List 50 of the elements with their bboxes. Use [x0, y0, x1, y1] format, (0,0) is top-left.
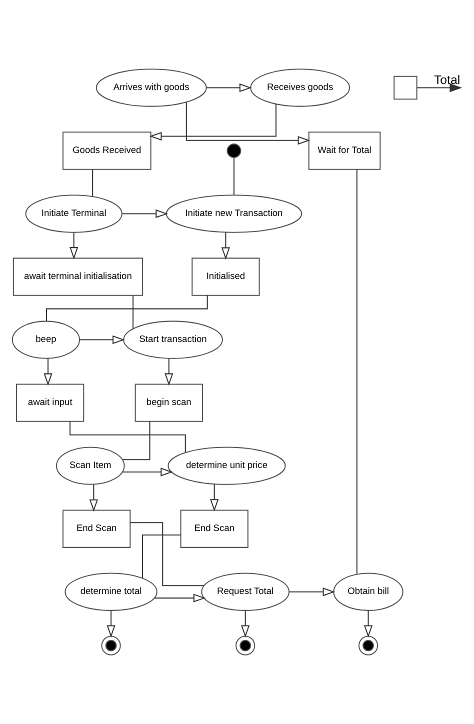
node-ellipse: Start transaction: [123, 320, 223, 359]
node-box: await terminal initialisation: [12, 258, 144, 296]
node-ellipse: Arrives with goods: [96, 68, 207, 107]
arrow: [44, 358, 52, 386]
node-circle: [358, 636, 378, 656]
node-box: Goods Received: [62, 132, 152, 170]
node-circle: [236, 636, 256, 656]
edge-label: Total: [434, 73, 460, 88]
node-ellipse: Request Total: [201, 572, 290, 611]
arrow: [206, 83, 252, 92]
connector: [130, 522, 204, 586]
node-ellipse: Initiate Terminal: [25, 194, 122, 233]
node-box: End Scan: [62, 510, 131, 548]
connector: [132, 296, 134, 329]
arrow: [122, 209, 168, 218]
arrow: [149, 104, 276, 141]
node-box: await input: [16, 384, 84, 422]
arrow: [80, 335, 125, 344]
node-ellipse: beep: [12, 320, 80, 359]
arrow: [89, 484, 98, 512]
arrow: [122, 468, 174, 476]
connector: [233, 158, 234, 196]
node-ellipse: Receives goods: [250, 68, 350, 107]
node-box: End Scan: [180, 510, 248, 548]
node-box: Initialised: [192, 258, 260, 296]
node-ellipse: Obtain bill: [333, 572, 404, 611]
node-box: [394, 76, 418, 100]
connector: [142, 534, 181, 578]
arrow: [154, 594, 206, 602]
arrow: [186, 102, 310, 145]
arrow: [70, 232, 78, 260]
arrow: [106, 610, 116, 638]
arrow: [221, 232, 230, 260]
arrow: [364, 610, 373, 638]
node-ellipse: Scan Item: [56, 446, 125, 485]
node-circle: [226, 144, 242, 158]
arrow: [417, 83, 462, 92]
connector: [122, 421, 150, 460]
connector: [356, 169, 358, 574]
node-box: begin scan: [134, 384, 203, 422]
node-ellipse: Initiate new Transaction: [166, 194, 302, 233]
connector: [92, 170, 94, 197]
node-ellipse: determine unit price: [168, 446, 286, 485]
arrow: [210, 484, 219, 512]
node-ellipse: determine total: [64, 572, 158, 611]
node-box: Wait for Total: [308, 132, 381, 170]
arrow: [241, 610, 250, 638]
arrow: [289, 588, 336, 596]
node-circle: [101, 636, 121, 656]
arrow: [164, 358, 174, 386]
